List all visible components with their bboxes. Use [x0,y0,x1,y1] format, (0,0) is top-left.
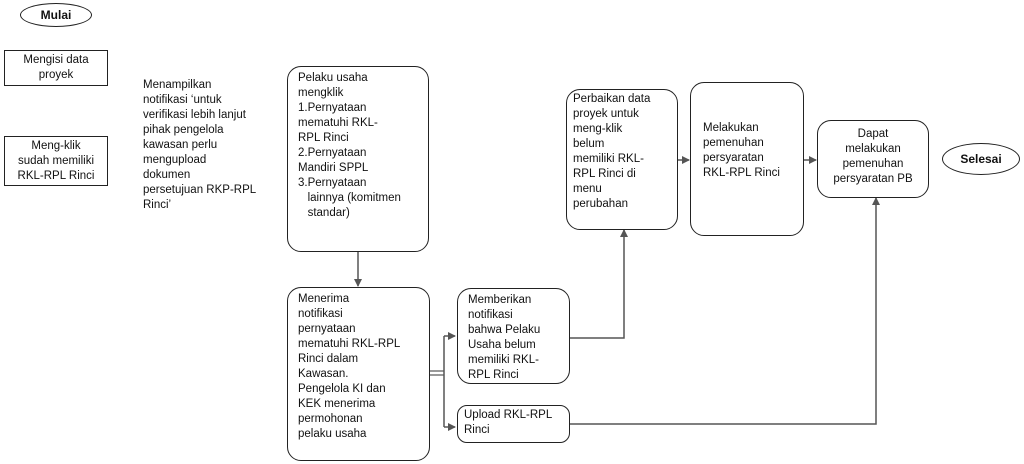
notifikasi-line-2: notifikasi ‘untuk [143,94,222,106]
menerima-line-2: notifikasi [298,308,343,320]
dapat-node: Dapat melakukan pemenuhan persyaratan PB [817,120,929,198]
upload-line-2: Rinci [464,424,490,436]
perbaikan-line-1: Perbaikan data [573,93,651,105]
memberikan-line-1: Memberikan [468,294,532,306]
notifikasi-line-3: verifikasi lebih lanjut [143,109,246,121]
pelaku-line-9: lainnya (komitmen [298,192,401,204]
melakukan-line-1: Melakukan [703,122,759,134]
melakukan-node: Melakukan pemenuhan persyaratan RKL-RPL … [690,82,804,236]
end-label: Selesai [960,151,1002,166]
edge-upload-to-dapat [570,197,880,425]
start-label: Mulai [40,7,72,22]
pelaku-line-7: Mandiri SPPL [298,162,369,174]
dapat-line-4: persyaratan PB [833,173,913,185]
perbaikan-line-7: menu [573,183,602,195]
perbaikan-node: Perbaikan data proyek untuk meng-klik be… [566,89,678,230]
melakukan-line-4: RKL-RPL Rinci [703,167,780,179]
menerima-line-9: permohonan [298,413,363,425]
menerima-line-6: Kawasan. [298,368,349,380]
dapat-line-1: Dapat [857,128,889,140]
klik-sudah-line-3: RKL-RPL Rinci [17,170,95,182]
menerima-line-3: pernyataan [298,323,356,335]
memberikan-node: Memberikan notifikasi bahwa Pelaku Usaha… [457,288,570,384]
notifikasi-line-1: Menampilkan [143,79,212,91]
menerima-line-10: pelaku usaha [298,428,367,440]
pelaku-line-5: RPL Rinci [298,132,349,144]
pelaku-klik-node: Pelaku usaha mengklik 1.Pernyataan memat… [287,66,429,252]
memberikan-line-4: Usaha belum [468,339,536,351]
pelaku-line-10: standar) [298,207,350,219]
notifikasi-line-5: kawasan perlu [143,139,218,151]
menerima-line-8: KEK menerima [298,398,376,410]
isi-data-line-2: proyek [38,69,74,81]
pelaku-line-1: Pelaku usaha [298,72,368,84]
perbaikan-line-8: perubahan [573,198,628,210]
perbaikan-line-5: memiliki RKL- [573,153,644,165]
pelaku-line-6: 2.Pernyataan [298,147,367,159]
upload-node: Upload RKL-RPL Rinci [457,405,570,443]
klik-sudah-node: Meng-klik sudah memiliki RKL-RPL Rinci [4,136,108,186]
notifikasi-line-7: dokumen [143,169,191,181]
perbaikan-line-4: belum [573,138,605,150]
menerima-line-5: Rinci dalam [298,353,359,365]
notifikasi-line-8: persetujuan RKP-RPL [143,184,257,196]
pelaku-line-4: mematuhi RKL- [298,117,378,129]
melakukan-line-3: persyaratan [703,152,764,164]
klik-sudah-line-2: sudah memiliki [17,155,95,167]
upload-line-1: Upload RKL-RPL [464,409,553,421]
notifikasi-line-9: Rinci’ [143,199,172,211]
isi-data-line-1: Mengisi data [23,54,89,66]
pelaku-line-8: 3.Pernyataan [298,177,367,189]
perbaikan-line-2: proyek untuk [573,108,639,120]
notifikasi-text: Menampilkan notifikasi ‘untuk verifikasi… [143,78,273,213]
memberikan-line-6: RPL Rinci [468,369,519,381]
menerima-line-7: Pengelola KI dan [298,383,386,395]
menerima-line-4: mematuhi RKL-RPL [298,338,401,350]
menerima-node: Menerima notifikasi pernyataan mematuhi … [287,287,430,461]
klik-sudah-line-1: Meng-klik [31,140,81,152]
memberikan-line-3: bahwa Pelaku [468,324,541,336]
menerima-line-1: Menerima [298,293,350,305]
edge-memberikan-to-perbaikan [570,229,628,339]
start-node: Mulai [20,3,92,27]
pelaku-line-3: 1.Pernyataan [298,102,367,114]
melakukan-line-2: pemenuhan [703,137,764,149]
memberikan-line-2: notifikasi [468,309,513,321]
perbaikan-line-3: meng-klik [573,123,623,135]
dapat-line-3: pemenuhan [842,158,904,170]
notifikasi-line-6: mengupload [143,154,207,166]
dapat-line-2: melakukan [845,143,901,155]
notifikasi-line-4: pihak pengelola [143,124,224,136]
memberikan-line-5: memiliki RKL- [468,354,539,366]
pelaku-line-2: mengklik [298,87,344,99]
end-node: Selesai [942,143,1020,175]
isi-data-node: Mengisi data proyek [4,50,108,86]
perbaikan-line-6: RPL Rinci di [573,168,636,180]
